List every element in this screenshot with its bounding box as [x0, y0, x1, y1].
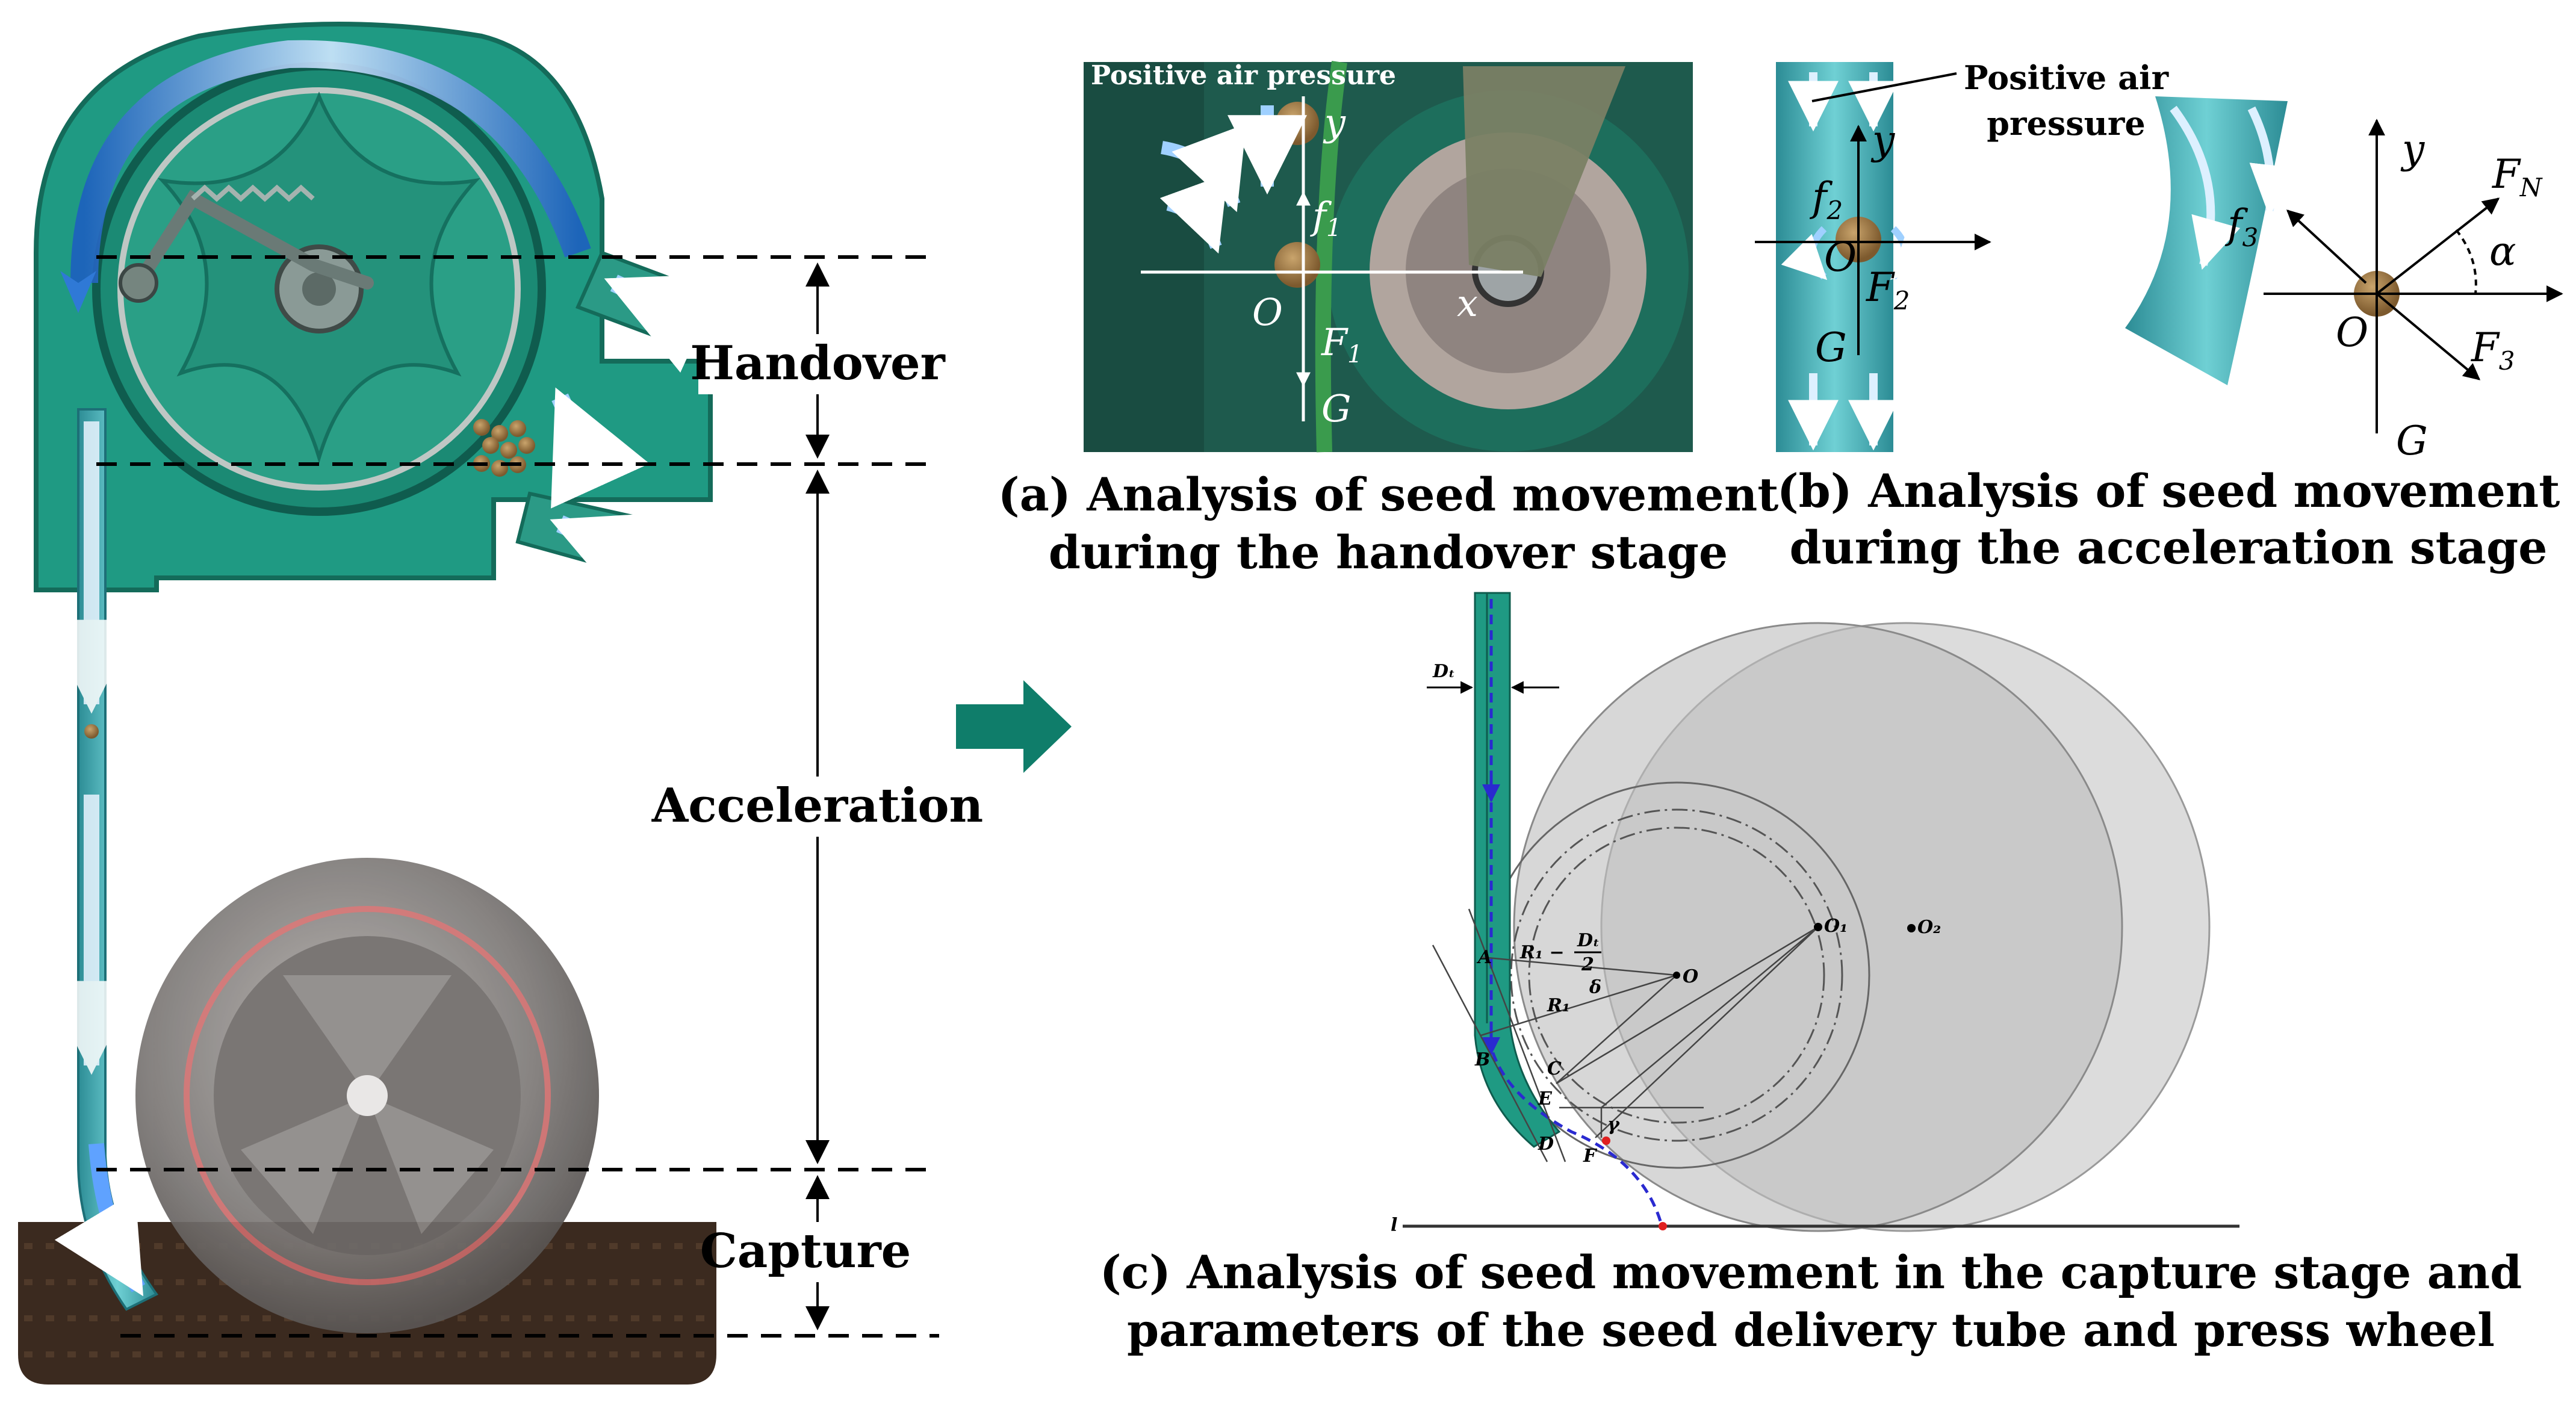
inlet-arrow-upper [604, 274, 725, 373]
panel-c-label-delta: δ [1589, 977, 1601, 998]
panel-c-label-C: C [1547, 1058, 1562, 1079]
panel-c-label-O1: O₁ [1824, 916, 1848, 937]
panel-c-label-O: O [1683, 966, 1698, 987]
capture-label-bg [716, 1222, 897, 1282]
panel-c-point-O2 [1907, 924, 1916, 932]
stage-label-capture: Capture [700, 1224, 911, 1279]
panel-b-swirl-left [1781, 226, 1828, 281]
panel-a-dark-left [1084, 62, 1204, 452]
panel-b-FN-arrow [2376, 197, 2500, 295]
inlet-arrow-mid [551, 387, 650, 509]
panel-b-right-flow-1 [2170, 105, 2241, 270]
panel-a: Positive air pressure y f1 O x F1 G [1084, 60, 1693, 453]
airflow-arc [70, 40, 591, 284]
panel-b-right-label-FN: FN [2492, 151, 2543, 202]
panel-b-air-leader [1811, 72, 1957, 102]
press-wheel [135, 858, 599, 1333]
panel-b-swirl-right [1890, 226, 1937, 281]
stage-label-handover: Handover [690, 336, 945, 391]
panel-a-label-o: O [1252, 290, 1283, 334]
seeder-illustration [18, 22, 725, 1385]
panel-b-right-flow-2 [2247, 106, 2300, 216]
inlet-arrow-lower [550, 512, 671, 612]
disc-hub-center [302, 272, 336, 306]
panel-a-label-x: x [1457, 281, 1478, 325]
panel-b-air-label-line1: Positive air [1964, 58, 2169, 97]
panel-c-label-O2: O₂ [1917, 917, 1941, 938]
panel-b-left-label-y: y [1870, 117, 1895, 163]
panel-b-f3-arrow [2286, 209, 2367, 284]
panel-a-tube-strip [1315, 61, 1347, 453]
panel-c-label-gamma: γ [1607, 1114, 1620, 1135]
panel-a-caption-line2: during the handover stage [1049, 526, 1728, 579]
panel-b-left-label-F2: F2 [1866, 264, 1910, 315]
panel-c-label-B: B [1474, 1049, 1490, 1070]
panel-c-circle-dashdot-2 [1528, 826, 1825, 1124]
airflow-arc-head [60, 271, 96, 313]
panel-c-label-Dt: Dₜ [1432, 661, 1455, 682]
panel-c-label-F: F [1583, 1146, 1598, 1167]
panel-c-label-D: D [1538, 1133, 1554, 1155]
panel-b-alpha-arc [2455, 229, 2477, 294]
tube-seed [84, 724, 99, 739]
spring [191, 184, 315, 202]
panel-c-label-A: A [1476, 947, 1492, 968]
stage-boundaries [96, 255, 939, 1338]
panel-c-point-F [1602, 1137, 1610, 1145]
panel-c-label-two: 2 [1581, 954, 1594, 975]
panel-b-left-label-G: G [1815, 324, 1847, 371]
panel-a-air-label: Positive air pressure [1091, 60, 1396, 91]
panel-c-circle-dashdot-1 [1510, 808, 1843, 1142]
panel-b-right-label-y: y [2400, 126, 2425, 172]
panel-a-label-y: y [1323, 101, 1346, 144]
panel-b-air-label-line2: pressure [1987, 104, 2145, 143]
panel-c-label-E: E [1538, 1088, 1553, 1109]
panel-b-right-label-o: O [2336, 309, 2368, 356]
panel-c-label-R1: R₁ [1547, 995, 1570, 1016]
panel-c-label-R1-minus: R₁ − [1519, 942, 1565, 963]
tube-flow-3 [54, 1143, 146, 1297]
spring-arm [132, 190, 374, 290]
panel-a-seed-top [1276, 102, 1319, 145]
panel-b-right-label-alpha: α [2489, 228, 2516, 274]
panel-c-label-l: l [1391, 1215, 1397, 1236]
handover-label-bg [698, 334, 939, 394]
panel-b-right-label-G: G [2396, 418, 2428, 464]
acceleration-label-bg [674, 777, 963, 837]
panel-b-F3-arrow [2376, 293, 2481, 380]
panel-b-left-label-o: O [1824, 234, 1857, 281]
panel-a-label-G: G [1321, 386, 1352, 430]
panel-a-label-F1: F1 [1321, 320, 1362, 368]
panel-c-construction [1432, 908, 1819, 1162]
panel-b: Positive air pressure y f2 O F2 G y FN α… [1755, 58, 2563, 464]
panel-a-air-arrow-2 [1159, 173, 1228, 254]
panel-c-caption-line1: (c) Analysis of seed movement in the cap… [1100, 1245, 2522, 1299]
panel-c-point-O1 [1814, 923, 1822, 931]
transition-arrow [956, 680, 1072, 773]
panel-c-seed-path [1489, 599, 1663, 1226]
panel-c-caption-line2: parameters of the seed delivery tube and… [1127, 1303, 2495, 1357]
panel-a-seed [1274, 242, 1320, 288]
panel-c-tube [1474, 592, 1561, 1148]
panel-a-label-f1: f1 [1310, 194, 1341, 242]
panel-c: Dₜ O₁ O₂ O A B C E D F γ l R₁ − Dₜ 2 δ R… [1391, 592, 2239, 1236]
panel-c-point-ground [1659, 1222, 1667, 1230]
panel-b-caption-line2: during the acceleration stage [1789, 521, 2547, 574]
panel-a-caption-line1: (a) Analysis of seed movement [998, 468, 1779, 521]
stage-label-acceleration: Acceleration [651, 778, 983, 833]
panel-b-caption-line1: (b) Analysis of seed movement [1777, 464, 2560, 518]
panel-c-label-Dt-frac: Dₜ [1577, 930, 1600, 951]
panel-c-point-O [1673, 972, 1680, 979]
panel-b-right-label-F3: F3 [2471, 324, 2515, 376]
panel-a-arm [1463, 66, 1625, 277]
arm-pivot [119, 263, 158, 303]
